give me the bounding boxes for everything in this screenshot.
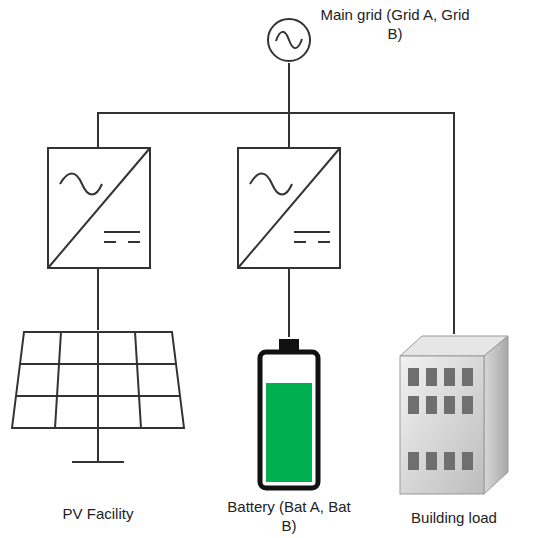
component-node: Main grid (Grid A, Grid B) bbox=[266, 17, 312, 63]
component-label: Battery (Bat A, Bat B) bbox=[224, 497, 354, 535]
grid-symbol bbox=[266, 17, 312, 63]
component-node: Building load bbox=[398, 334, 510, 527]
component-label: Main grid (Grid A, Grid B) bbox=[320, 5, 470, 43]
component-label: Building load bbox=[379, 508, 529, 527]
battery-icon bbox=[254, 337, 324, 493]
inverter-symbol bbox=[238, 148, 340, 268]
component-label: PV Facility bbox=[8, 504, 188, 523]
pv-panel bbox=[8, 330, 188, 466]
inverter-symbol bbox=[48, 148, 150, 268]
building-icon bbox=[398, 334, 510, 498]
component-node: PV Facility bbox=[8, 330, 188, 523]
component-node: Battery (Bat A, Bat B) bbox=[254, 337, 324, 535]
